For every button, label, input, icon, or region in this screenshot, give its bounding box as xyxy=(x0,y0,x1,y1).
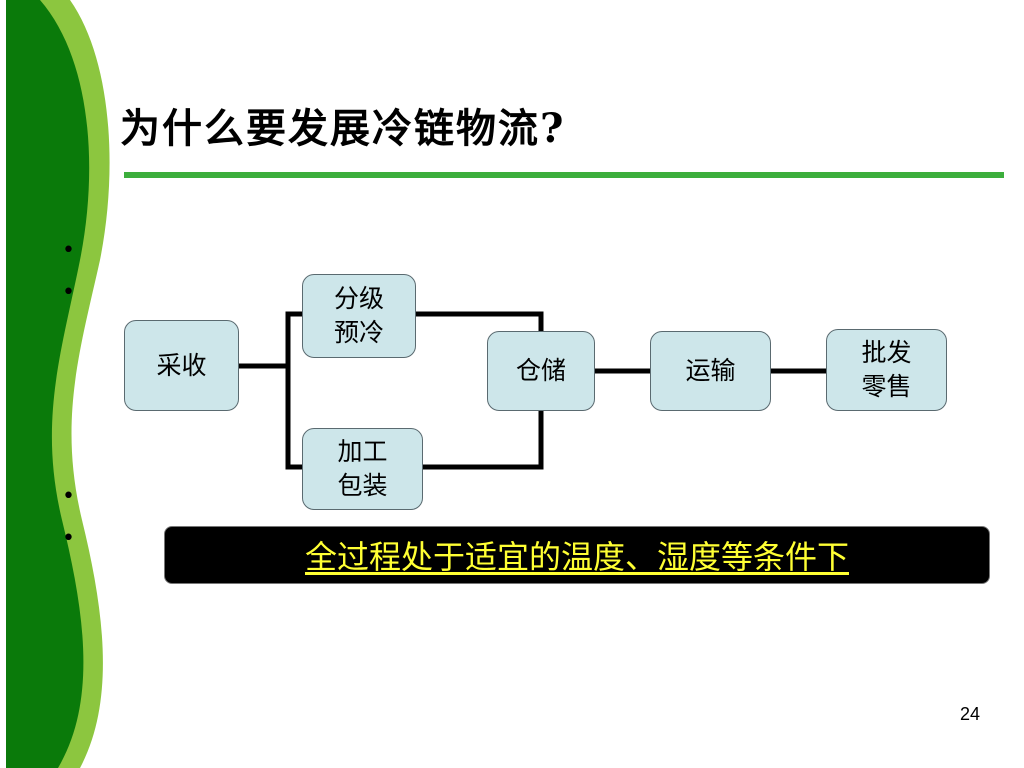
bullet-marker: • xyxy=(62,280,75,305)
dark-green-wave xyxy=(0,0,90,768)
decorative-wave-band xyxy=(0,0,110,768)
node-caishou: 采收 xyxy=(124,320,239,411)
slide-title: 为什么要发展冷链物流? xyxy=(120,105,566,152)
bullet-marker: • xyxy=(62,484,75,509)
title-underline-rule xyxy=(124,172,1004,178)
bullet-marker: • xyxy=(62,238,75,263)
node-jiagong-baozhuang: 加工 包装 xyxy=(302,428,423,510)
connector-fenji-to-cangchu xyxy=(413,311,544,334)
white-sliver xyxy=(0,0,6,768)
connector-branch-to-jiagong xyxy=(285,363,305,470)
node-pifa-lingshou: 批发 零售 xyxy=(826,329,947,411)
node-cangchu: 仓储 xyxy=(487,331,595,411)
page-number: 24 xyxy=(959,704,980,724)
connector-jiagong-to-cangchu xyxy=(420,408,544,470)
highlight-banner: 全过程处于适宜的温度、湿度等条件下 xyxy=(164,526,990,584)
node-yunshu: 运输 xyxy=(650,331,771,411)
bullet-marker: • xyxy=(62,526,75,551)
banner-text: 全过程处于适宜的温度、湿度等条件下 xyxy=(304,538,849,576)
connector-branch-to-fenji xyxy=(285,311,305,369)
node-fenji-yuleng: 分级 预冷 xyxy=(302,274,416,358)
